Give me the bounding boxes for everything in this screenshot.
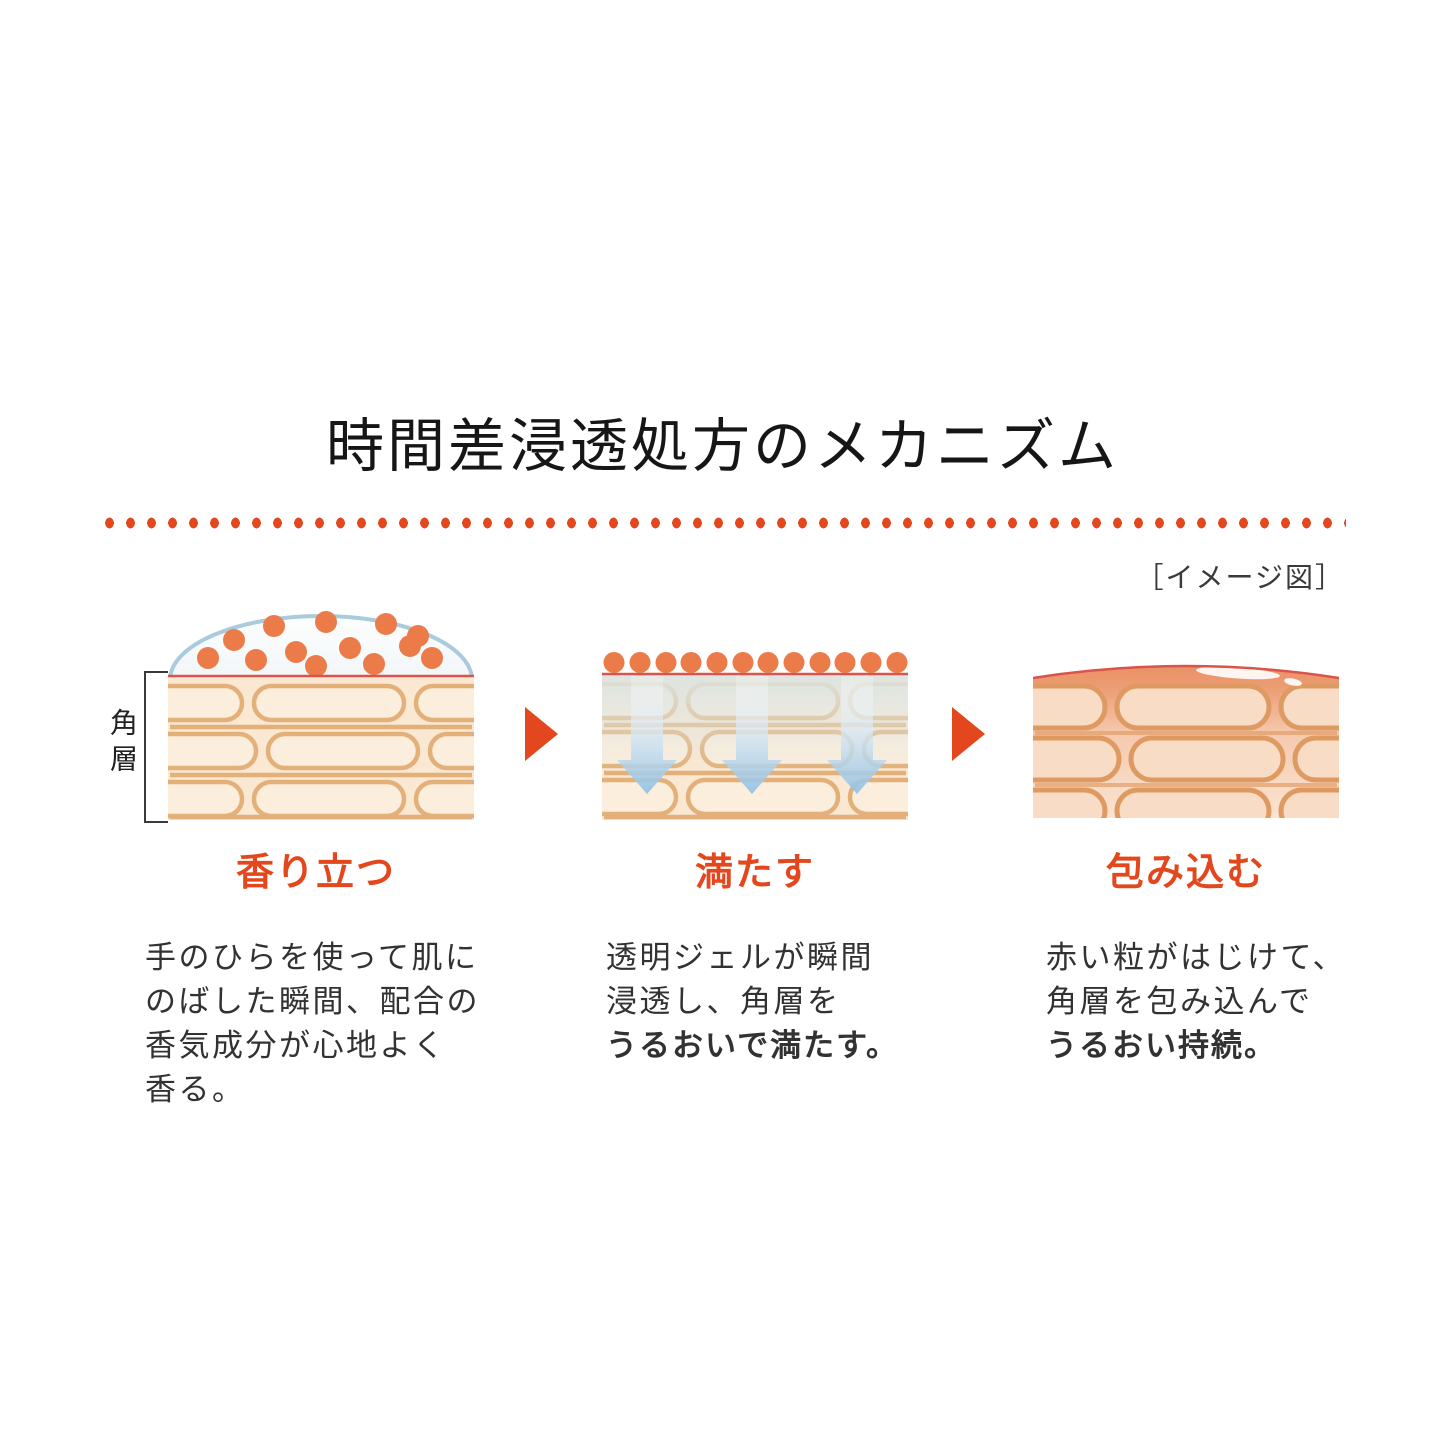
step1-description: 手のひらを使って肌に のばした瞬間、配合の 香気成分が心地よく 香る。 [145, 940, 480, 1107]
step2-penetration-illustration [602, 652, 908, 820]
step3-wrapped-skin-illustration [1033, 664, 1339, 818]
fragrance-particles [197, 611, 443, 676]
page-title: 時間差浸透処方のメカニズム [325, 412, 1119, 480]
step3-heading: 包み込む [1105, 852, 1266, 894]
stratum-corneum-label: 角層 [107, 708, 138, 780]
step2-heading: 満たす [694, 852, 815, 894]
step3-description: 赤い粒がはじけて、 角層を包み込んで うるおい持続。 [1046, 940, 1346, 1063]
next-step-arrow-icon [952, 707, 985, 761]
surface-particles [603, 652, 908, 673]
dotted-divider [99, 517, 1346, 529]
next-step-arrow-icon [525, 707, 558, 761]
step2-description: 透明ジェルが瞬間 浸透し、角層を うるおいで満たす。 [606, 940, 899, 1063]
step1-gel-dome-illustration [168, 611, 474, 820]
moisture-arrows [617, 676, 887, 794]
step1-heading: 香り立つ [235, 852, 396, 894]
image-note: ［イメージ図］ [1135, 562, 1345, 593]
stratum-corneum-bracket [144, 671, 168, 823]
